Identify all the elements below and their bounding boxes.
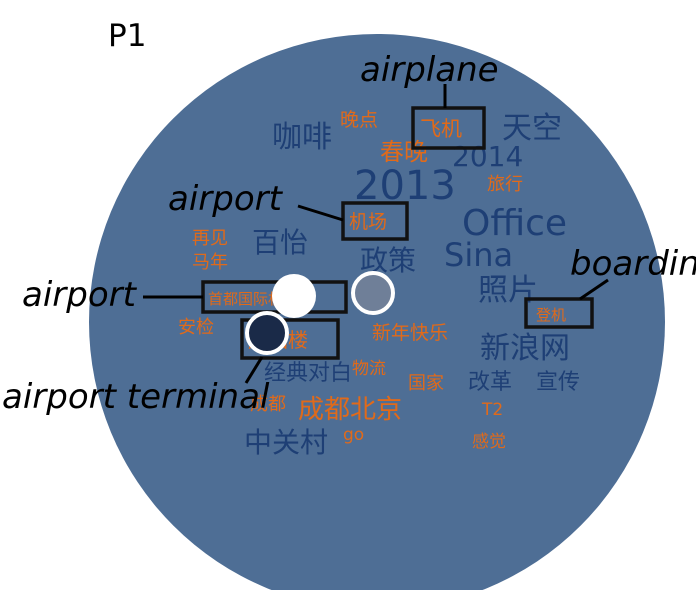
word-guojia: 国家 — [408, 373, 444, 394]
word-jichang: 机场 — [349, 211, 387, 233]
box-feiji — [411, 106, 486, 150]
word-jingdian: 经典对白 — [264, 361, 352, 386]
word-wuliu: 物流 — [352, 359, 386, 379]
word-xuanchuan: 宣传 — [536, 370, 580, 395]
word-manian: 马年 — [192, 252, 228, 273]
word-tiankong: 天空 — [502, 111, 562, 146]
annotation-airport-left: airport — [22, 275, 138, 315]
word-chengdu-beijing: 成都北京 — [298, 395, 402, 425]
word-baiyi: 百怡 — [252, 226, 308, 259]
word-ganjue: 感觉 — [472, 432, 506, 452]
box-jichang — [341, 201, 409, 241]
word-feiji: 飞机 — [420, 117, 462, 141]
annotation-boarding: boarding — [570, 244, 696, 284]
word-lvxing: 旅行 — [487, 174, 523, 195]
word-sina-cn: 新浪网 — [480, 331, 570, 366]
word-zhaopian: 照片 — [478, 273, 538, 308]
word-zhongguancun: 中关村 — [244, 426, 328, 459]
annotation-airport-terminal: airport terminal — [2, 377, 270, 417]
word-go: go — [343, 425, 364, 445]
annotation-airplane: airplane — [360, 50, 499, 90]
word-chengdu: 成都 — [250, 394, 286, 415]
word-gaige: 改革 — [468, 370, 512, 395]
word-t2: T2 — [481, 400, 503, 420]
word-chunwan: 春晚 — [380, 138, 428, 166]
word-coffee: 咖啡 — [272, 120, 332, 155]
marker-dot-white — [272, 274, 316, 318]
annotation-airport-top: airport — [168, 179, 284, 219]
word-2014: 2014 — [452, 140, 523, 173]
leader-terminal — [244, 356, 264, 384]
word-dengji: 登机 — [536, 306, 566, 324]
word-office: Office — [462, 203, 567, 244]
box-hangzhanlou — [240, 318, 340, 360]
word-zaijian: 再见 — [192, 228, 228, 249]
word-sina: Sina — [444, 236, 513, 274]
marker-dot-dark — [245, 311, 289, 355]
word-xinnian: 新年快乐 — [372, 322, 448, 344]
leader-boarding — [579, 278, 609, 301]
leader-airport-top — [297, 204, 344, 222]
marker-dot-gray — [351, 271, 395, 315]
panel-label: P1 — [108, 18, 146, 54]
word-wandian: 晚点 — [340, 109, 378, 131]
word-anjian: 安检 — [178, 317, 214, 338]
box-dengji — [524, 297, 594, 329]
